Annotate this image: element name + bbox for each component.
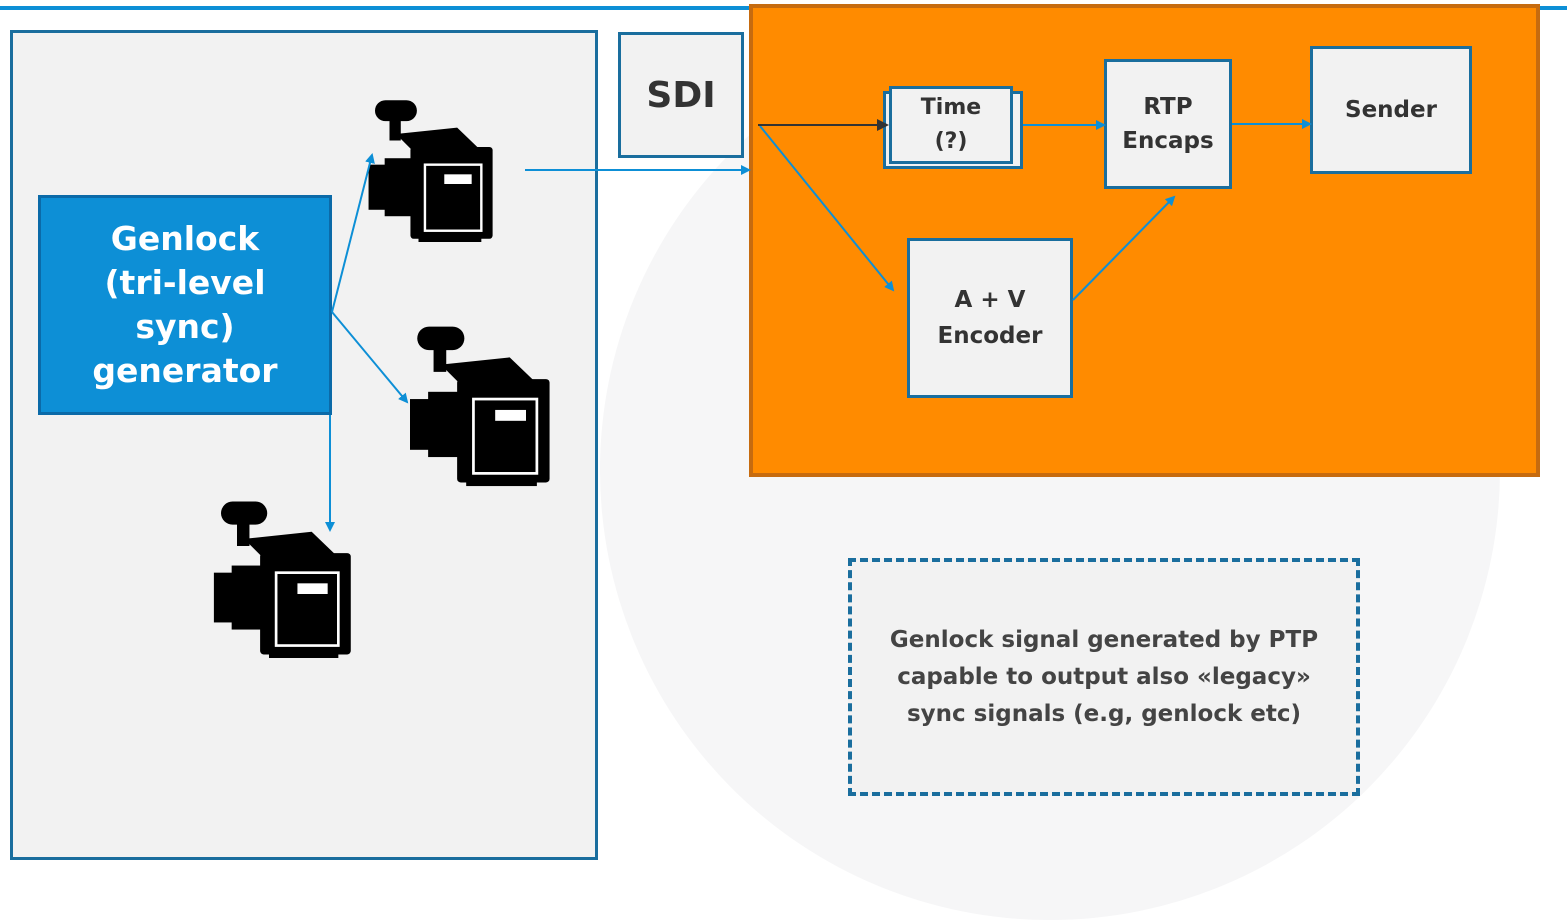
video-camera-icon bbox=[213, 501, 351, 658]
encoder-to-rtp-arrow bbox=[1072, 195, 1176, 301]
video-camera-icon bbox=[410, 326, 550, 487]
video-camera-icon bbox=[368, 100, 493, 242]
time-label: Time (?) bbox=[920, 95, 982, 154]
rtp-encaps-label: RTP Encaps bbox=[1122, 94, 1214, 154]
genlock-generator-box: Genlock (tri-level sync) generator bbox=[38, 195, 332, 415]
note-text: Genlock signal generated by PTP capable … bbox=[889, 626, 1319, 727]
sender-label: Sender bbox=[1345, 97, 1437, 123]
connectors bbox=[325, 119, 1312, 532]
sdi-box: SDI bbox=[618, 32, 744, 158]
av-encoder-label: A + V Encoder bbox=[937, 287, 1043, 349]
genlock-to-camera-2-arrow bbox=[331, 311, 409, 404]
rtp-encaps-box: RTP Encaps bbox=[1104, 59, 1232, 189]
av-encoder-box: A + V Encoder bbox=[907, 238, 1073, 398]
note-box: Genlock signal generated by PTP capable … bbox=[848, 558, 1360, 796]
sender-box: Sender bbox=[1310, 46, 1472, 174]
sdi-to-encoder-arrow bbox=[759, 125, 895, 292]
time-box: Time (?) bbox=[889, 86, 1013, 164]
sdi-label: SDI bbox=[646, 74, 716, 116]
genlock-to-camera-1-arrow bbox=[331, 153, 375, 313]
genlock-generator-label: Genlock (tri-level sync) generator bbox=[92, 219, 278, 390]
